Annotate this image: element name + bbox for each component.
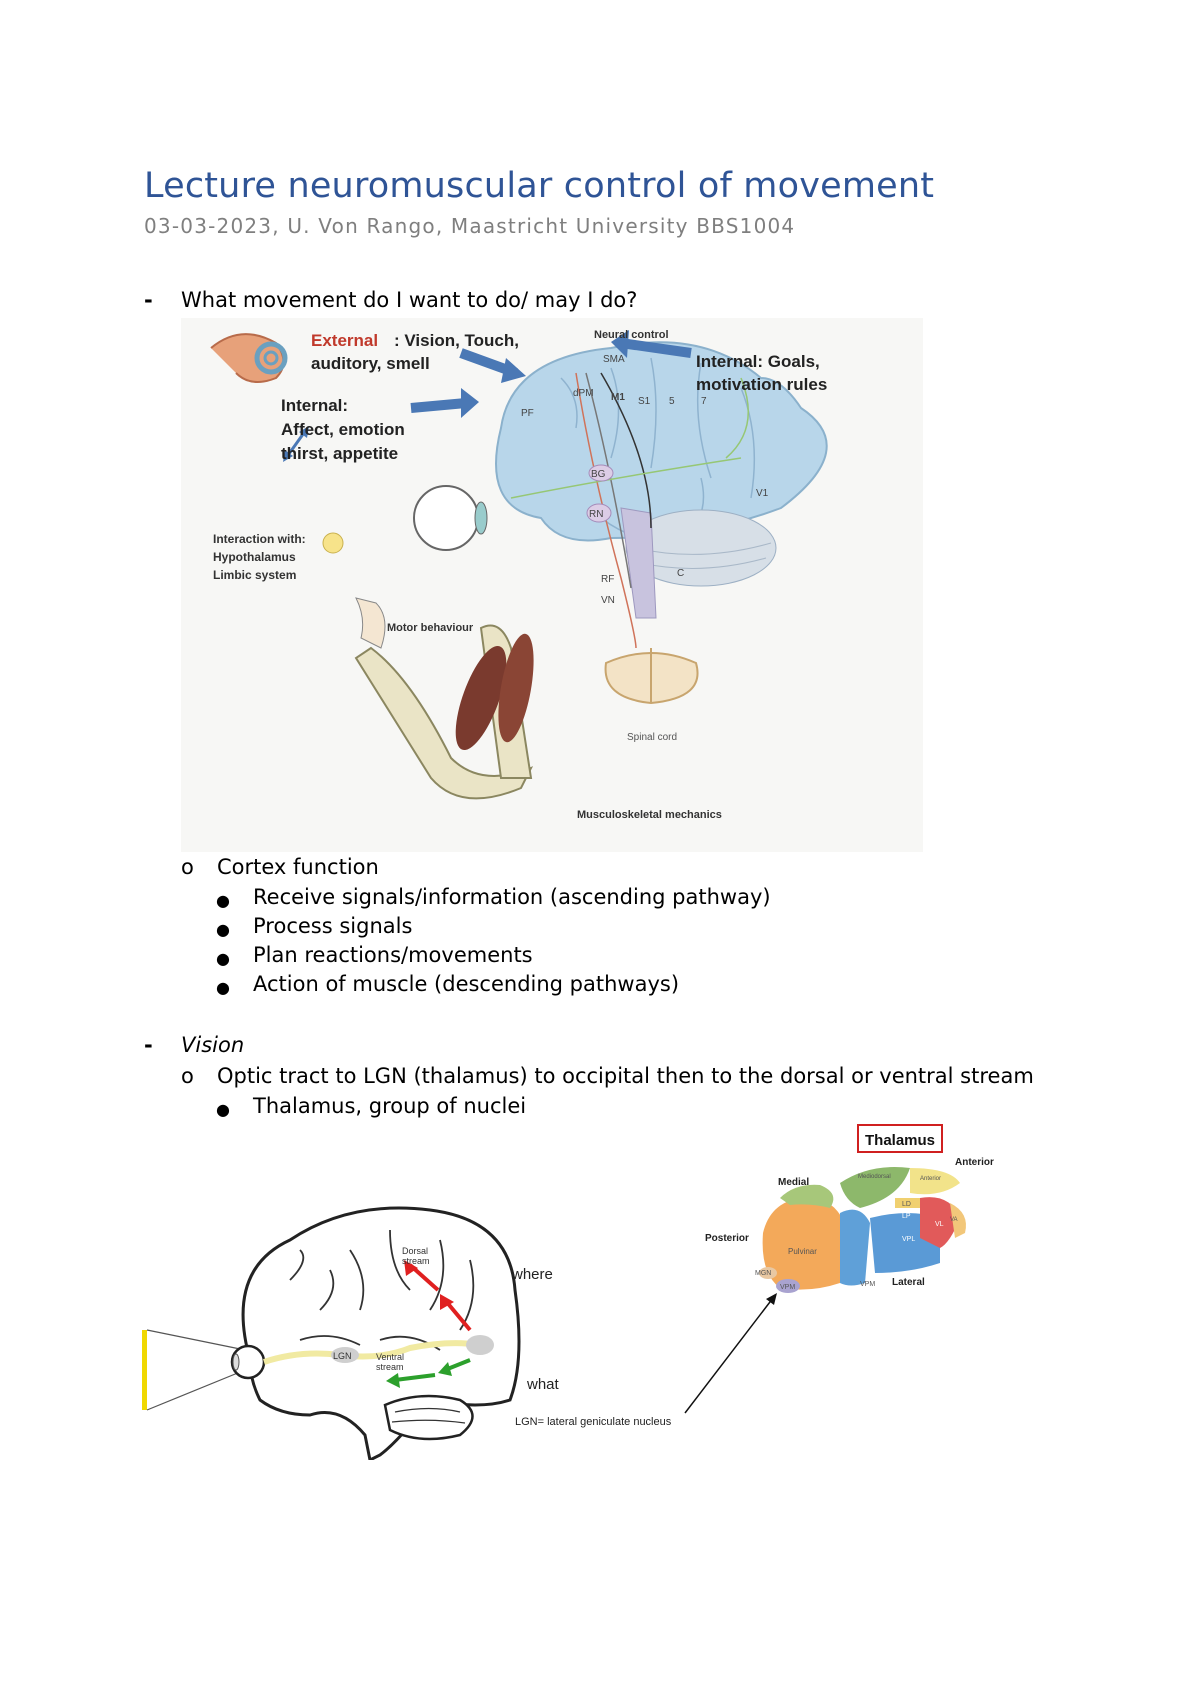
medial-label: Medial [778,1177,809,1188]
area7-label: 7 [701,396,707,407]
ventral-stream-label-2: stream [376,1362,404,1372]
visual-streams-figure: Dorsal stream where Ventral stream LGN w… [140,1190,560,1463]
bullet-item: Process signals [253,914,413,938]
where-label: where [511,1266,553,1283]
spinal-cord-illustration [604,648,699,705]
bullet-icon: ● [216,1100,230,1119]
document-subtitle: 03-03-2023, U. Von Rango, Maastricht Uni… [144,214,796,238]
c-label: C [677,568,684,579]
list-marker-dash: - [144,288,153,312]
rf-label: RF [601,574,614,585]
pulvinar-label: Pulvinar [788,1247,817,1256]
document-title: Lecture neuromuscular control of movemen… [144,166,935,206]
dpm-label: dPM [573,388,594,399]
lgn-stream-label: LGN [333,1351,352,1361]
sub-marker: o [181,855,194,879]
bullet-item: Thalamus, group of nuclei [253,1094,527,1118]
pf-label: PF [521,408,534,419]
interaction-line3: Limbic system [213,568,296,582]
external-label-rest: : Vision, Touch, [394,331,519,350]
vn-label: VN [601,595,615,606]
area5-label: 5 [669,396,675,407]
ventral-stream-label-1: Ventral [376,1352,404,1362]
optic-tract-text: Optic tract to LGN (thalamus) to occipit… [217,1064,1034,1088]
what-label: what [526,1376,560,1393]
vpm-label: VPM [860,1281,875,1288]
lgn-caption: LGN= lateral geniculate nucleus [515,1416,672,1428]
vision-heading: Vision [181,1033,245,1057]
internal-affect-line3: thirst, appetite [281,444,398,463]
internal-goals-line2: motivation rules [696,375,827,394]
anterior-label: Anterior [955,1157,994,1168]
thalamus-title: Thalamus [865,1132,935,1149]
internal-affect-line1: Internal: [281,396,348,415]
thalamus-figure: Thalamus Anterior Medial Posterior Later… [510,1123,1010,1438]
interaction-line1: Interaction with: [213,532,306,546]
dorsal-stream-label-2: stream [402,1256,430,1266]
interaction-line2: Hypothalamus [213,550,296,564]
external-label-word: External [311,331,378,350]
neural-control-label: Neural control [594,329,669,341]
va-label: VA [950,1217,958,1223]
dorsal-stream-label-1: Dorsal [402,1246,428,1256]
lateral-label: Lateral [892,1277,925,1288]
posterior-label: Posterior [705,1233,749,1244]
bullet-icon: ● [216,949,230,968]
md-label: Mediodorsal [858,1174,891,1180]
list-marker-dash: - [144,1033,153,1057]
eye-icon [413,485,488,551]
internal-goals-line1: Internal: Goals, [696,352,820,371]
external-label-line2: auditory, smell [311,354,430,373]
s1-label: S1 [638,396,651,407]
sub-marker: o [181,1064,194,1088]
m1-label: M1 [611,392,625,403]
bullet-item: Action of muscle (descending pathways) [253,972,680,996]
an-label: Anterior [920,1176,941,1182]
bullet-item: Plan reactions/movements [253,943,533,967]
vl-label: VL [935,1221,944,1228]
neural-control-figure: External : Vision, Touch, auditory, smel… [181,318,923,852]
musculoskeletal-label: Musculoskeletal mechanics [577,809,722,821]
cortex-function-heading: Cortex function [217,855,379,879]
spinal-cord-label: Spinal cord [627,732,677,743]
thalamus-illustration [759,1167,966,1293]
bg-label: BG [591,469,606,480]
vpl-label: VPL [902,1236,915,1243]
bullet-icon: ● [216,891,230,910]
mgn-label: MGN [755,1270,771,1277]
sma-label: SMA [603,354,625,365]
inner-ear-icon [210,333,288,383]
v1-label: V1 [756,488,769,499]
bullet-icon: ● [216,920,230,939]
internal-affect-line2: Affect, emotion [281,420,405,439]
rn-label: RN [589,509,603,520]
arm-illustration [354,597,534,800]
bullet-icon: ● [216,978,230,997]
motor-behaviour-label: Motor behaviour [387,622,474,634]
bullet-item: Receive signals/information (ascending p… [253,885,771,909]
lgn-thalamus-label: VPM [780,1284,795,1291]
ld-label: LD [902,1201,911,1208]
section-heading: What movement do I want to do/ may I do? [181,288,638,312]
lp-label: LP [902,1213,911,1220]
